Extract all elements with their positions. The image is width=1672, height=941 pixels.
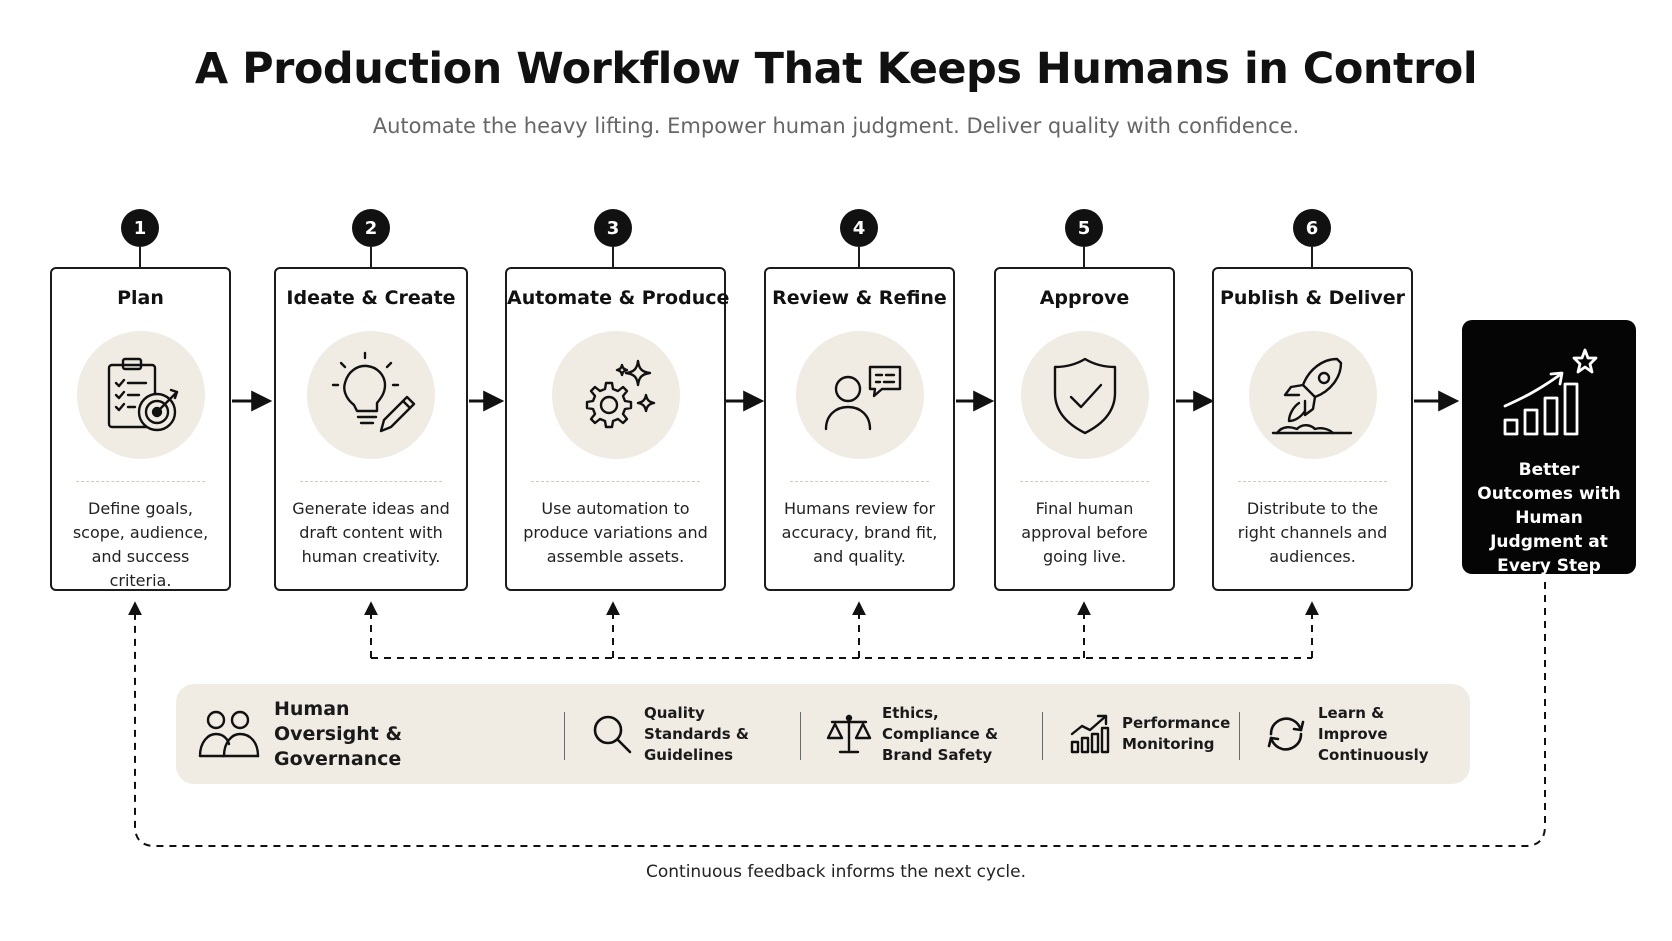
step-title: Ideate & Create (286, 287, 456, 309)
step-description: Generate ideas and draft content with hu… (292, 499, 450, 566)
scales-icon (826, 714, 872, 754)
refresh-icon (1267, 717, 1305, 751)
step-badge-3: 3 (594, 209, 632, 247)
step-title: Publish & Deliver (1219, 287, 1406, 309)
page-title: A Production Workflow That Keeps Humans … (194, 44, 1478, 94)
governance-bar: Human Oversight & Governance Quality Sta… (176, 684, 1470, 784)
magnifier-icon (593, 715, 632, 754)
governance-item-learn: Learn & Improve Continuously (1264, 684, 1448, 784)
step-card-automate: Automate & Produce Use automation to pro… (505, 267, 730, 591)
step-badge-5: 5 (1065, 209, 1103, 247)
step-title: Approve (1039, 287, 1130, 309)
step-description: Final human approval before going live. (1021, 499, 1148, 566)
outcome-label: Better Outcomes with Human Judgment at E… (1477, 460, 1621, 576)
step-card-publish: Publish & Deliver Distribute to the righ… (1212, 267, 1413, 591)
people-icon (198, 710, 260, 758)
rocket-icon (1248, 331, 1377, 459)
step-badge-4: 4 (840, 209, 878, 247)
governance-item-quality: Quality Standards & Guidelines (590, 684, 774, 784)
clipboard-target-icon (76, 331, 205, 459)
step-card-plan: Plan Define goals, scope, audience, and … (50, 267, 231, 591)
chart-icon (1070, 714, 1110, 754)
gear-sparkle-icon (551, 331, 680, 459)
step-description: Distribute to the right channels and aud… (1237, 499, 1388, 566)
person-chat-icon (795, 331, 924, 459)
step-card-ideate: Ideate & Create Generate ideas and draft… (274, 267, 468, 591)
step-description: Humans review for accuracy, brand fit, a… (781, 499, 938, 566)
page-subtitle: Automate the heavy lifting. Empower huma… (372, 114, 1300, 138)
step-description: Use automation to produce variations and… (523, 499, 708, 566)
step-card-approve: Approve Final human approval before goin… (994, 267, 1175, 591)
step-badge-2: 2 (352, 209, 390, 247)
governance-item-ethics: Ethics, Compliance & Brand Safety (826, 684, 1022, 784)
step-title: Review & Refine (772, 287, 947, 309)
outcome-card: Better Outcomes with Human Judgment at E… (1462, 320, 1636, 576)
badge-stems (139, 247, 1313, 267)
step-title: Automate & Produce (507, 287, 730, 309)
continuous-loop (128, 582, 1546, 847)
governance-feedback (364, 601, 1319, 659)
shield-check-icon (1020, 331, 1149, 459)
step-badge-1: 1 (121, 209, 159, 247)
governance-item-performance: Performance Monitoring (1068, 684, 1232, 784)
step-title: Plan (117, 287, 164, 309)
step-description: Define goals, scope, audience, and succe… (72, 499, 209, 590)
lightbulb-pencil-icon (307, 331, 435, 459)
governance-main-label: Human Oversight & Governance (274, 697, 403, 770)
growth-chart-star-icon (1503, 348, 1598, 436)
step-card-review: Review & Refine Humans review for accura… (764, 267, 955, 591)
footer-note: Continuous feedback informs the next cyc… (645, 862, 1027, 882)
governance-main: Human Oversight & Governance (198, 684, 454, 784)
step-badge-6: 6 (1293, 209, 1331, 247)
